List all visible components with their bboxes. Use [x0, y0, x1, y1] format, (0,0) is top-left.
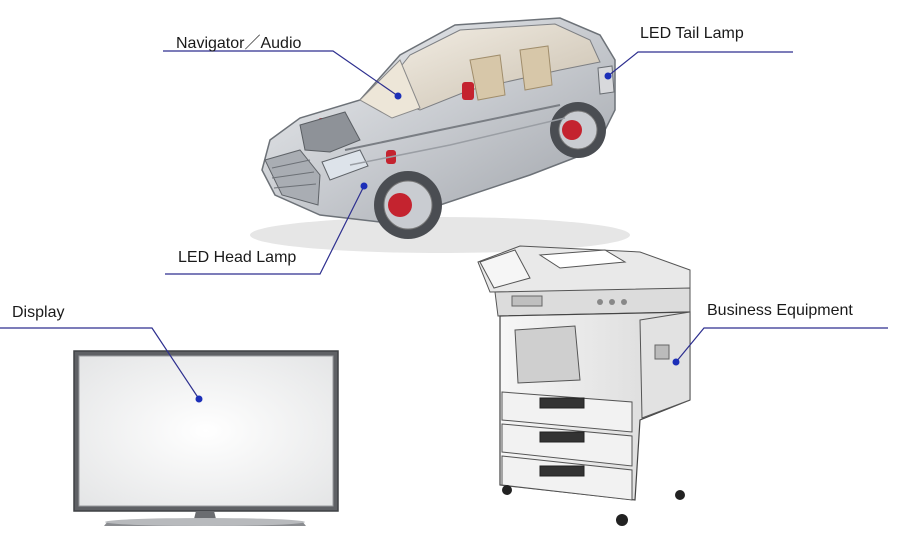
callout-navigator-audio — [163, 50, 399, 97]
callout-dot-business — [672, 358, 680, 366]
callout-display — [0, 327, 200, 400]
label-led-head-lamp: LED Head Lamp — [178, 249, 297, 266]
callout-dot-navigator — [394, 92, 402, 100]
callout-dot-display — [195, 395, 203, 403]
label-navigator-audio: Navigator／Audio — [176, 35, 302, 52]
label-display: Display — [12, 304, 65, 321]
callout-dot-tail — [604, 72, 612, 80]
tv-display-illustration — [73, 350, 339, 526]
callout-dot-head — [360, 182, 368, 190]
label-business-equipment: Business Equipment — [707, 302, 853, 319]
label-led-tail-lamp: LED Tail Lamp — [640, 25, 744, 42]
callout-led-tail-lamp — [607, 51, 793, 77]
callout-led-head-lamp — [165, 185, 365, 275]
car-illustration — [250, 17, 630, 253]
callout-business-equipment — [675, 327, 888, 363]
copier-illustration — [477, 245, 691, 526]
